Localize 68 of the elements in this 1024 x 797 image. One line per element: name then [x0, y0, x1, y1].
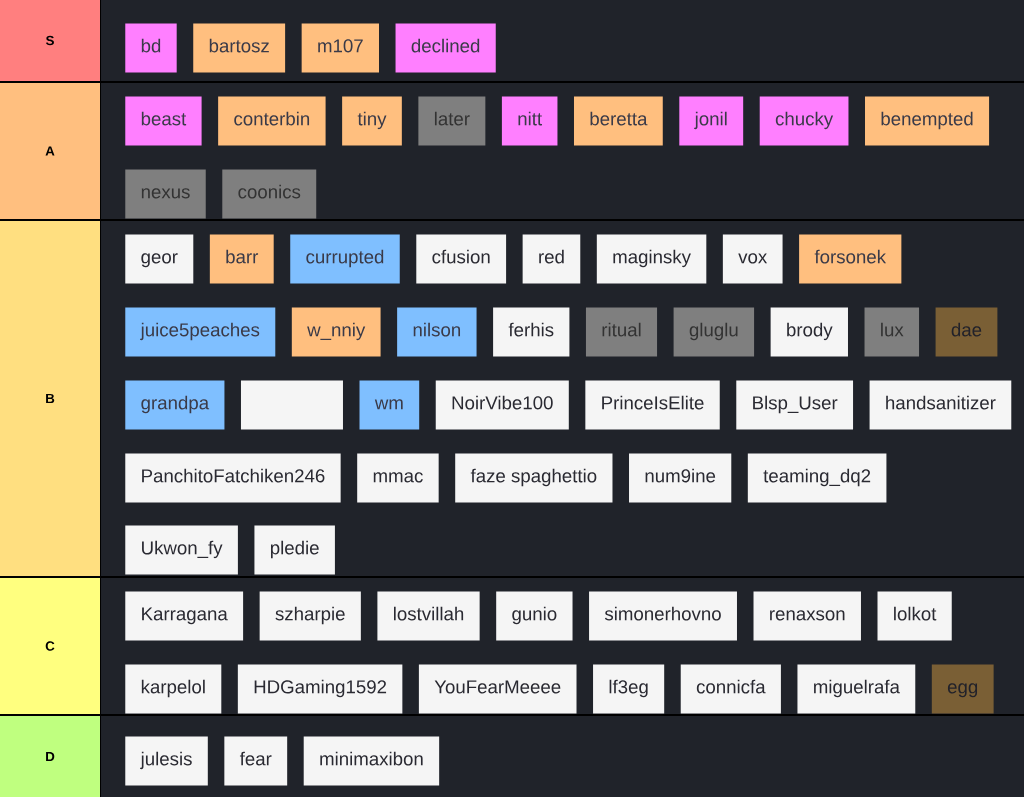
- name-tile: connicfa: [680, 664, 781, 714]
- name-tile: bartosz: [193, 23, 286, 73]
- name-tile: gluglu: [673, 307, 755, 357]
- name-tile: beretta: [574, 96, 663, 146]
- name-tile: Blsp_User: [736, 380, 854, 430]
- name-tile: ritual: [585, 307, 658, 357]
- name-tile: HDGaming1592: [237, 664, 403, 714]
- name-tile: vox: [722, 234, 783, 284]
- name-tile: chucky: [759, 96, 849, 146]
- name-tile: Karragana: [125, 591, 244, 641]
- name-tile: szharpie: [259, 591, 361, 641]
- name-tile: conterbin: [218, 96, 326, 146]
- name-tile: red: [522, 234, 581, 284]
- name-tile: pledie: [254, 525, 335, 575]
- name-tile: ferhis: [493, 307, 570, 357]
- tier-label: A: [0, 83, 100, 219]
- name-tile: geor: [125, 234, 194, 284]
- name-tile: dae: [935, 307, 998, 357]
- name-tile: fear: [224, 736, 288, 786]
- name-tile: mmac: [357, 453, 439, 503]
- name-tile: [241, 380, 343, 430]
- name-tile: coonics: [222, 169, 317, 219]
- name-tile: brody: [770, 307, 848, 357]
- name-tile: nilson: [397, 307, 477, 357]
- name-tile: YouFearMeeee: [418, 664, 577, 714]
- name-tile: m107: [301, 23, 379, 73]
- name-tile: gunio: [496, 591, 573, 641]
- name-tile: teaming_dq2: [747, 453, 887, 503]
- name-tile: bd: [125, 23, 177, 73]
- name-tile: cfusion: [416, 234, 507, 284]
- name-tile: w_nniy: [291, 307, 381, 357]
- name-tile: egg: [931, 664, 994, 714]
- name-tile: num9ine: [629, 453, 732, 503]
- name-tile: handsanitizer: [869, 380, 1012, 430]
- name-tile: currupted: [290, 234, 400, 284]
- name-tile: benempted: [865, 96, 990, 146]
- name-tile: julesis: [125, 736, 208, 786]
- name-tile: juice5peaches: [125, 307, 276, 357]
- name-tile: forsonek: [799, 234, 902, 284]
- name-tile: karpelol: [125, 664, 222, 714]
- name-tile: lux: [864, 307, 920, 357]
- name-tile: beast: [125, 96, 202, 146]
- name-tile: tiny: [342, 96, 402, 146]
- tier-label: S: [0, 0, 100, 81]
- name-tile: lolkot: [877, 591, 952, 641]
- name-tile: NoirVibe100: [435, 380, 569, 430]
- name-tile: lostvillah: [377, 591, 480, 641]
- name-tile: grandpa: [125, 380, 225, 430]
- name-tile: nitt: [501, 96, 558, 146]
- tier-label: C: [0, 578, 100, 714]
- name-tile: PrinceIsElite: [585, 380, 720, 430]
- tier-label: B: [0, 221, 100, 576]
- name-tile: later: [418, 96, 486, 146]
- name-tile: lf3eg: [593, 664, 665, 714]
- name-tile: simonerhovno: [589, 591, 737, 641]
- name-tile: minimaxibon: [303, 736, 440, 786]
- tier-label: D: [0, 716, 100, 797]
- name-tile: renaxson: [753, 591, 861, 641]
- name-tile: barr: [209, 234, 274, 284]
- name-tile: miguelrafa: [797, 664, 916, 714]
- name-tile: PanchitoFatchiken246: [125, 453, 341, 503]
- name-tile: maginsky: [596, 234, 707, 284]
- name-tile: jonil: [679, 96, 744, 146]
- name-tile: Ukwon_fy: [125, 525, 238, 575]
- name-tile: nexus: [125, 169, 206, 219]
- name-tile: wm: [359, 380, 420, 430]
- name-tile: faze spaghettio: [455, 453, 613, 503]
- name-tile: declined: [395, 23, 496, 73]
